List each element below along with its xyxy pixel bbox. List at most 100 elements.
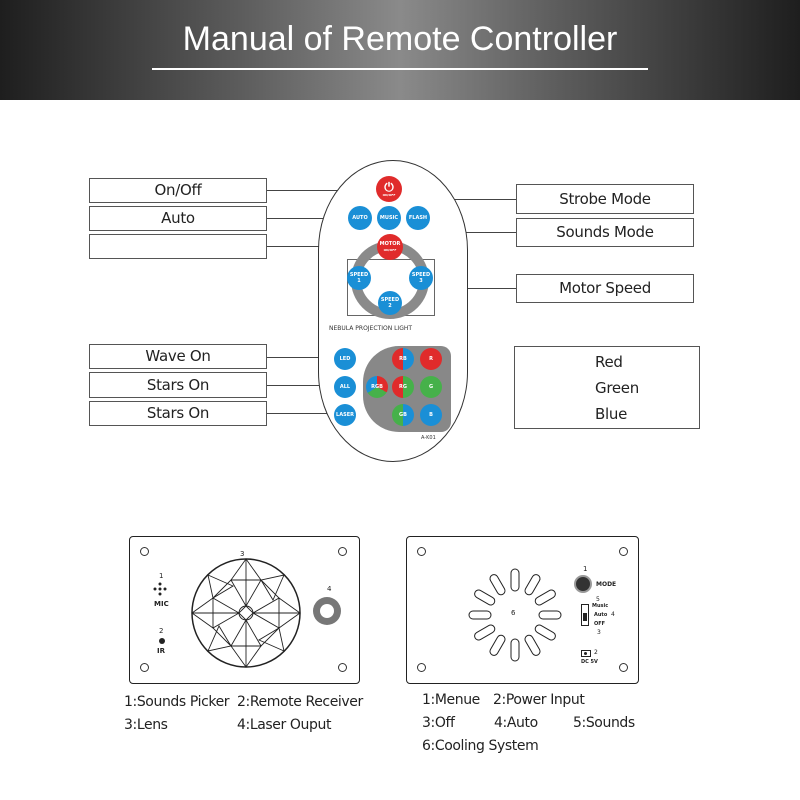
b-button[interactable]: B xyxy=(420,404,442,426)
motor-sub-label: ON/OFF xyxy=(383,248,397,252)
speed-3-number: 3 xyxy=(419,278,423,284)
music-button-label: MUSIC xyxy=(379,215,399,221)
connector-speed xyxy=(430,288,516,289)
label-motor-speed: Motor Speed xyxy=(516,274,694,303)
label-strobe-mode: Strobe Mode xyxy=(516,184,694,214)
title-underline xyxy=(152,68,648,70)
b-button-label: B xyxy=(429,412,433,418)
r-button-label: R xyxy=(429,356,433,362)
speed-1-number: 1 xyxy=(357,278,361,284)
back-number-2: 2 xyxy=(594,649,598,656)
power-button[interactable]: ⏻ ON/OFF xyxy=(376,176,402,202)
label-stars-on-2: Stars On xyxy=(89,401,267,426)
connector-auto xyxy=(267,218,347,219)
ir-dot-icon xyxy=(159,638,165,644)
speed-2-button[interactable]: SPEED 2 xyxy=(378,291,402,315)
screw-hole-icon xyxy=(619,547,628,556)
switch-off-label: OFF xyxy=(594,621,606,627)
front-legend-item-2: 2:Remote Receiver xyxy=(237,694,363,710)
label-auto: Auto xyxy=(89,206,267,231)
flash-button[interactable]: FLASH xyxy=(406,206,430,230)
mic-label: MIC xyxy=(154,600,169,608)
label-wave-on: Wave On xyxy=(89,344,267,369)
back-legend-item-3: 3:Off xyxy=(422,715,455,731)
speed-2-label: SPEED xyxy=(380,297,400,303)
screw-hole-icon xyxy=(338,663,347,672)
label-sounds-mode: Sounds Mode xyxy=(516,218,694,247)
back-panel: 6 1 MODE 5 Music Auto 4 OFF 3 2 DC 5V xyxy=(406,536,639,684)
screw-hole-icon xyxy=(417,663,426,672)
switch-auto-label: Auto xyxy=(594,612,608,618)
all-button-label: ALL xyxy=(339,384,351,390)
laser-output-icon xyxy=(313,597,341,625)
label-sounds-mode-text: Sounds Mode xyxy=(556,223,654,241)
lens-icon xyxy=(191,558,301,668)
brand-text: NEBULA PROJECTION LIGHT xyxy=(329,325,413,332)
header-banner: Manual of Remote Controller xyxy=(0,0,800,100)
front-legend-item-3: 3:Lens xyxy=(124,717,168,733)
rb-button-label: RB xyxy=(399,356,407,362)
label-blue: Blue xyxy=(595,405,627,423)
connector-on-off xyxy=(267,190,378,191)
mode-switch[interactable] xyxy=(581,604,589,626)
speed-3-label: SPEED xyxy=(411,272,431,278)
dc-label: DC 5V xyxy=(581,659,598,665)
screw-hole-icon xyxy=(417,547,426,556)
rb-button[interactable]: RB xyxy=(392,348,414,370)
led-button-label: LED xyxy=(339,356,351,362)
mode-button-icon[interactable] xyxy=(574,575,592,593)
laser-button[interactable]: LASER xyxy=(334,404,356,426)
gb-button[interactable]: GB xyxy=(392,404,414,426)
power-icon: ⏻ xyxy=(384,180,394,194)
rg-button[interactable]: RG xyxy=(392,376,414,398)
model-text: A-K01 xyxy=(421,435,436,441)
auto-button[interactable]: AUTO xyxy=(348,206,372,230)
motor-button-label: MOTOR xyxy=(379,241,401,247)
speed-2-number: 2 xyxy=(388,303,392,309)
label-stars-on-1: Stars On xyxy=(89,372,267,398)
auto-button-label: AUTO xyxy=(352,215,368,221)
all-button[interactable]: ALL xyxy=(334,376,356,398)
speed-1-button[interactable]: SPEED 1 xyxy=(347,266,371,290)
power-port-icon xyxy=(581,650,591,657)
led-button[interactable]: LED xyxy=(334,348,356,370)
laser-button-label: LASER xyxy=(336,412,354,418)
motor-button[interactable]: MOTOR ON/OFF xyxy=(377,234,403,260)
music-button[interactable]: MUSIC xyxy=(377,206,401,230)
label-stars-on-2-text: Stars On xyxy=(146,404,210,422)
front-number-4: 4 xyxy=(327,585,332,593)
r-button[interactable]: R xyxy=(420,348,442,370)
label-blank xyxy=(89,234,267,259)
back-number-3: 3 xyxy=(597,629,601,636)
back-number-4: 4 xyxy=(611,611,615,618)
cooling-vents-icon xyxy=(468,568,562,662)
rg-button-label: RG xyxy=(399,384,407,390)
page-title: Manual of Remote Controller xyxy=(182,20,618,58)
rgb-button-label: RGB xyxy=(371,384,383,390)
label-red: Red xyxy=(595,353,623,371)
gb-button-label: GB xyxy=(399,412,407,418)
power-sub-label: ON/OFF xyxy=(382,193,396,197)
label-strobe-mode-text: Strobe Mode xyxy=(559,190,651,208)
g-button-label: G xyxy=(428,384,434,390)
label-stars-on-1-text: Stars On xyxy=(146,376,210,394)
back-legend-item-2: 2:Power Input xyxy=(493,692,585,708)
label-on-off: On/Off xyxy=(89,178,267,203)
g-button[interactable]: G xyxy=(420,376,442,398)
rgb-button[interactable]: RGB xyxy=(366,376,388,398)
label-green: Green xyxy=(595,379,639,397)
front-legend-item-1: 1:Sounds Picker xyxy=(124,694,230,710)
connector-wave xyxy=(267,357,333,358)
back-legend-item-6: 6:Cooling System xyxy=(422,738,539,754)
remote-body: ⏻ ON/OFF AUTO MUSIC FLASH MOTOR ON/OFF S… xyxy=(318,160,468,462)
label-wave-on-text: Wave On xyxy=(145,347,211,365)
connector-stars-1 xyxy=(267,385,333,386)
back-legend-item-5: 5:Sounds xyxy=(573,715,635,731)
connector-stars-2 xyxy=(267,413,333,414)
back-legend-item-4: 4:Auto xyxy=(494,715,538,731)
front-panel: 1 MIC 2 IR 3 4 xyxy=(129,536,360,684)
switch-music-label: Music xyxy=(592,603,609,609)
back-number-6: 6 xyxy=(511,609,516,617)
front-number-2: 2 xyxy=(159,627,164,635)
speed-3-button[interactable]: SPEED 3 xyxy=(409,266,433,290)
